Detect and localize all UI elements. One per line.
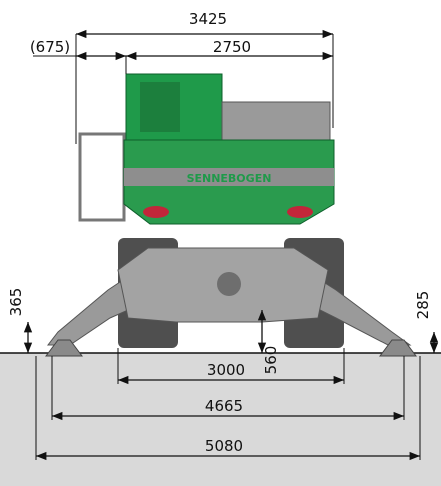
access-ladder	[78, 132, 126, 222]
ground-clearance-label: 560	[262, 346, 280, 375]
cab-offset-label: (675)	[30, 38, 70, 56]
undercarriage	[45, 238, 417, 357]
logo-stripe	[124, 168, 334, 186]
right-tail-light	[287, 206, 313, 218]
left-clearance-label: 365	[7, 288, 25, 317]
left-tail-light	[143, 206, 169, 218]
support-outer-label: 5080	[205, 437, 243, 455]
cab-window-grill	[140, 82, 180, 132]
support-inner-label: 4665	[205, 397, 243, 415]
upper-width-label: 2750	[213, 38, 251, 56]
left-support-pad	[45, 339, 83, 357]
overall-width-label: 3425	[189, 10, 227, 28]
engine-housing	[221, 101, 331, 141]
track-width-label: 3000	[207, 361, 245, 379]
right-clearance-label: 285	[414, 291, 432, 320]
brand-logo: SENNEBOGEN	[187, 172, 272, 185]
center-slew-ring	[217, 272, 241, 296]
upper-structure: SENNEBOGEN	[78, 73, 335, 225]
